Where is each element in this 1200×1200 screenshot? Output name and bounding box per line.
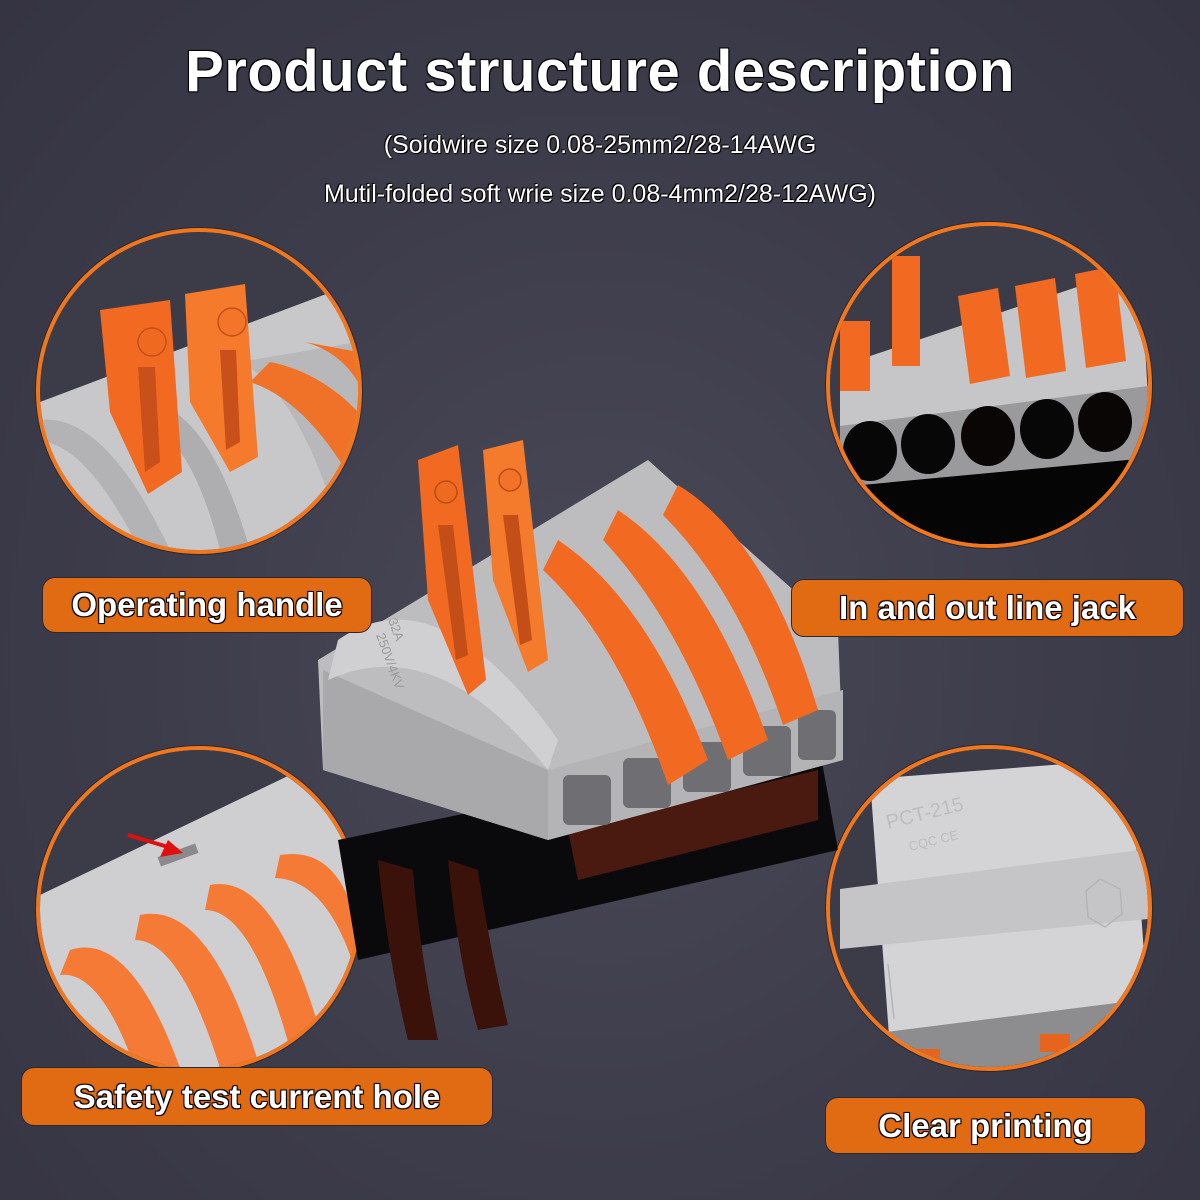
label-safety-test-hole: Safety test current hole — [22, 1068, 492, 1125]
safety-test-hole-closeup-illustration — [40, 750, 358, 1068]
central-product-image: 32A 250V/4KV — [318, 440, 858, 1080]
red-arrow-icon — [160, 840, 183, 857]
detail-circle-clear-printing: PCT-215 CQC CE — [826, 745, 1152, 1071]
operating-handle-closeup-illustration — [40, 282, 358, 550]
lever-connector-illustration: 32A 250V/4KV — [318, 440, 843, 1040]
label-operating-handle: Operating handle — [43, 578, 371, 632]
spec-solid-wire: (Soidwire size 0.08-25mm2/28-14AWG — [383, 131, 817, 159]
detail-circle-operating-handle — [36, 228, 362, 554]
page-title: Product structure description — [185, 39, 1015, 104]
detail-circle-line-jack — [826, 222, 1152, 548]
label-clear-printing: Clear printing — [826, 1098, 1145, 1153]
wire-diagram-icon — [1085, 878, 1123, 928]
line-jack-closeup-illustration — [830, 226, 1148, 544]
length-arrow-icon — [887, 963, 895, 1020]
label-line-jack: In and out line jack — [792, 580, 1183, 636]
clear-printing-closeup-illustration: PCT-215 CQC CE — [830, 749, 1148, 1067]
spec-stranded-wire: Mutil-folded soft wrie size 0.08-4mm2/28… — [323, 180, 877, 208]
detail-circle-safety-test-hole — [36, 746, 362, 1072]
